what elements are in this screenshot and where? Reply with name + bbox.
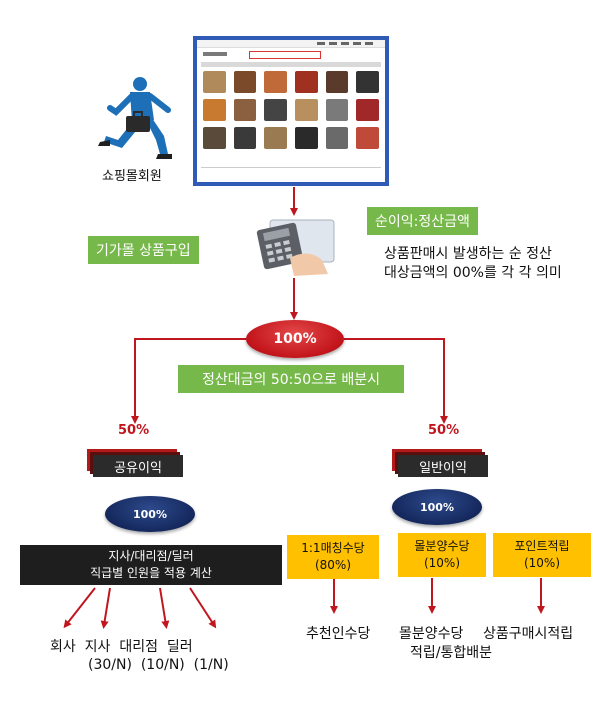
general-profit-header: 일반이익 (392, 449, 494, 481)
left-calculation-box: 지사/대리점/딜러 직급별 인원을 적용 계산 (20, 545, 282, 585)
left-box-line2: 직급별 인원을 적용 계산 (90, 566, 212, 580)
yellow2-line2: (10%) (423, 556, 461, 570)
point-accrual-box: 포인트적립 (10%) (493, 533, 591, 577)
arrow-dealer (189, 587, 217, 629)
line-center-to-right (344, 338, 445, 418)
profit-label: 순이익:정산금액 (367, 207, 478, 235)
bottom-left-line1: 회사 지사 대리점 딜러 (50, 639, 193, 655)
businessman-running-icon (98, 77, 172, 159)
left-box-line1: 지사/대리점/딜러 (108, 549, 194, 563)
bottom-left-line2: (30/N) (10/N) (1/N) (88, 657, 229, 673)
mall-search-bar (249, 51, 321, 59)
shared-profit-title: 공유이익 (93, 455, 183, 477)
line-center-to-left (134, 338, 246, 418)
split-label: 정산대금의 50:50으로 배분시 (178, 365, 404, 393)
arrow-company (63, 587, 96, 629)
general-profit-title: 일반이익 (398, 455, 488, 477)
mall-logo (203, 52, 227, 56)
purchase-point-accrual: 상품구매시적립 (483, 626, 574, 642)
profit-desc-line2: 대상금액의 00%를 각 각 의미 (384, 265, 562, 281)
right-percent: 50% (428, 423, 460, 438)
shopping-mall-screenshot (193, 36, 389, 186)
yellow3-line2: (10%) (523, 556, 561, 570)
accrual-integrated-distribution: 적립/통합배분 (410, 645, 492, 661)
card-payment-icon (256, 219, 335, 276)
left-percent: 50% (118, 423, 150, 438)
arrow-branch (100, 587, 111, 629)
member-label: 쇼핑몰회원 (102, 169, 162, 184)
shared-profit-header: 공유이익 (87, 449, 189, 481)
arrow-agency (159, 587, 170, 629)
yellow1-line2: (80%) (314, 558, 352, 572)
profit-desc-line1: 상품판매시 발생하는 순 정산 (384, 246, 552, 262)
purchase-label: 기가몰 상품구입 (88, 236, 199, 264)
yellow3-line1: 포인트적립 (514, 539, 570, 553)
yellow1-line1: 1:1매칭수당 (301, 541, 365, 555)
mall-sales-allowance-box: 몰분양수당 (10%) (398, 533, 486, 577)
matching-allowance-box: 1:1매칭수당 (80%) (287, 535, 379, 579)
left-inner-percent-ellipse: 100% (105, 496, 195, 532)
yellow2-line1: 몰분양수당 (414, 539, 470, 553)
recommender-allowance: 추천인수당 (306, 626, 371, 642)
right-inner-percent-ellipse: 100% (392, 489, 482, 525)
center-percent-ellipse: 100% (246, 320, 344, 358)
mall-sales-allowance: 몰분양수당 (399, 626, 464, 642)
